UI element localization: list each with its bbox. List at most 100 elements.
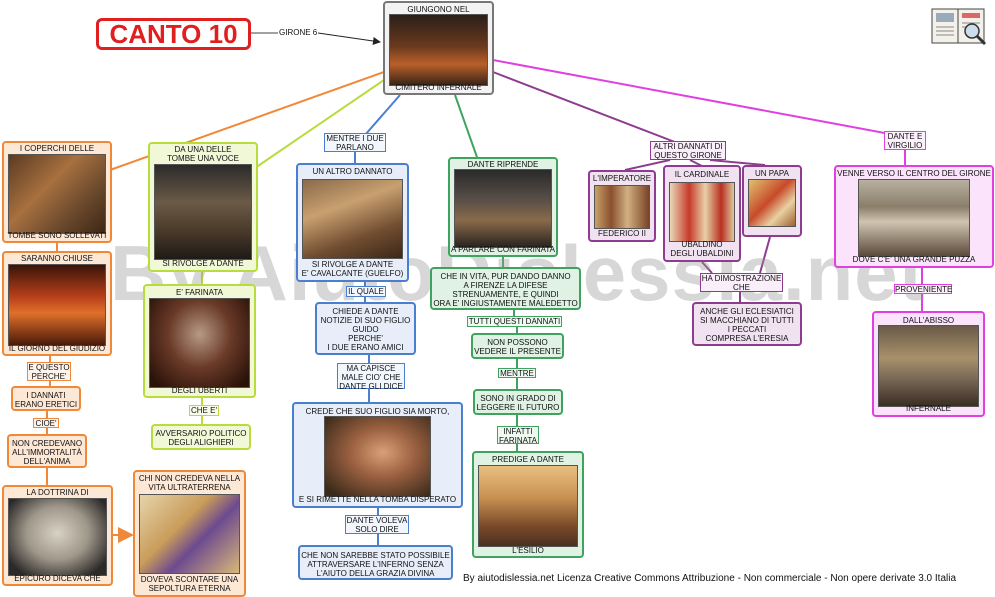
judgment-fire-image (8, 264, 106, 346)
farinata-image (149, 298, 250, 388)
node-venne-verso-bottom: DOVE C'E' UNA GRANDE PUZZA (852, 255, 976, 264)
node-chi-non-credeva-top: CHI NON CREDEVA NELLA VITA ULTRATERRENA (138, 474, 241, 492)
node-altro-dannato-top: UN ALTRO DANNATO (312, 167, 393, 176)
node-dante-riprende-top: DANTE RIPRENDE (467, 160, 539, 169)
node-chi-non-credeva: CHI NON CREDEVA NELLA VITA ULTRATERRENA … (133, 470, 246, 597)
node-abisso-top: DALL'ABISSO (902, 316, 955, 325)
node-chiuse: SARANNO CHIUSE IL GIORNO DEL GIUDIZIO (2, 251, 112, 356)
frederick-image (594, 185, 650, 229)
node-abisso: DALL'ABISSO INFERNALE (872, 311, 985, 417)
central-node: GIUNGONO NEL CIMITERO INFERNALE (383, 1, 494, 95)
node-farinata-bottom: DEGLI UBERTI (171, 386, 228, 395)
node-chiuse-bottom: IL GIORNO DEL GIUDIZIO (8, 344, 106, 353)
label-il-quale: IL QUALE (346, 286, 386, 297)
epicurus-bust-image (8, 498, 107, 576)
node-anche-ecclesiastici-text: ANCHE GLI ECLESIATICI SI MACCHIANO DI TU… (700, 307, 794, 343)
node-altro-dannato: UN ALTRO DANNATO SI RIVOLGE A DANTE E' C… (296, 163, 409, 282)
node-tombe-voce-bottom: SI RIVOLGE A DANTE (162, 259, 244, 268)
license-credit: By aiutodislessia.net Licenza Creative C… (463, 573, 957, 584)
node-avversario-text: AVVERSARIO POLITICO DEGLI ALIGHIERI (155, 429, 247, 447)
node-chenonsarebbe: CHE NON SAREBBE STATO POSSIBILE ATTRAVER… (298, 545, 453, 580)
node-dannati-eretici-text: I DANNATI ERANO ERETICI (14, 391, 78, 409)
node-non-possono-text: NON POSSONO VEDERE IL PRESENTE (474, 338, 561, 356)
label-dante-voleva: DANTE VOLEVA SOLO DIRE (345, 515, 409, 534)
burning-tombs-field-image (858, 179, 970, 257)
node-non-credevano-text: NON CREDEVANO ALL'IMMORTALITÀ DELL'ANIMA (11, 439, 83, 466)
node-dannati-eretici: I DANNATI ERANO ERETICI (11, 386, 81, 411)
node-farinata-top: E' FARINATA (175, 288, 223, 297)
label-ma-capisce: MA CAPISCE MALE CIO' CHE DANTE GLI DICE (337, 363, 405, 391)
node-non-credevano: NON CREDEVANO ALL'IMMORTALITÀ DELL'ANIMA (7, 434, 87, 468)
central-node-bottom: CIMITERO INFERNALE (395, 83, 482, 92)
node-tombe-voce: DA UNA DELLE TOMBE UNA VOCE SI RIVOLGE A… (148, 142, 258, 272)
book-magnifier-icon (931, 8, 987, 46)
node-predige-bottom: L'ESILIO (512, 546, 544, 555)
node-crede-top: CREDE CHE SUO FIGLIO SIA MORTO, (305, 407, 450, 416)
abyss-image (878, 325, 979, 407)
node-chi-non-credeva-bottom: DOVEVA SCONTARE UNA SEPOLTURA ETERNA (140, 575, 239, 593)
page-title: CANTO 10 (96, 18, 251, 50)
label-e-questo: E QUESTO PERCHE' (27, 362, 71, 381)
label-tutti-dannati: TUTTI QUESTI DANNATI (467, 316, 562, 327)
node-predige-top: PREDIGE A DANTE (491, 455, 565, 464)
node-chiede: CHIEDE A DANTE NOTIZIE DI SUO FIGLIO GUI… (315, 302, 416, 355)
node-venne-verso: VENNE VERSO IL CENTRO DEL GIRONE DOVE C'… (834, 165, 994, 268)
despairing-man-image (324, 416, 431, 497)
node-predige: PREDIGE A DANTE L'ESILIO (472, 451, 584, 558)
node-avversario: AVVERSARIO POLITICO DEGLI ALIGHIERI (151, 424, 251, 450)
node-tombe-voce-top: DA UNA DELLE TOMBE UNA VOCE (167, 145, 239, 163)
node-che-in-vita: CHE IN VITA, PUR DANDO DANNO A FIRENZE L… (430, 267, 581, 310)
node-chenonsarebbe-text: CHE NON SAREBBE STATO POSSIBILE ATTRAVER… (301, 551, 450, 578)
label-dante-virgilio: DANTE E VIRGILIO (884, 131, 926, 150)
girone-label: GIRONE 6 (279, 28, 318, 37)
node-abisso-bottom: INFERNALE (906, 404, 951, 413)
node-venne-verso-top: VENNE VERSO IL CENTRO DEL GIRONE (837, 169, 991, 178)
node-anche-ecclesiastici: ANCHE GLI ECLESIATICI SI MACCHIANO DI TU… (692, 302, 802, 346)
dante-farinata-image (454, 169, 552, 248)
node-sono-in-grado-text: SONO IN GRADO DI LEGGERE IL FUTURO (476, 394, 560, 412)
label-mentre: MENTRE (498, 368, 536, 378)
label-che-e: CHE E' (189, 405, 219, 416)
cemetery-fire-image (389, 14, 488, 86)
node-papa-top: UN PAPA (755, 169, 789, 178)
node-dante-riprende-bottom: A PARLARE CON FARINATA (450, 245, 556, 254)
tombs-image (8, 154, 106, 234)
node-cardinale-top: IL CARDINALE (674, 170, 730, 179)
label-cioe: CIOE' (33, 418, 59, 428)
node-epicuro-top: LA DOTTRINA DI (26, 488, 89, 497)
node-imperatore-top: L'IMPERATORE (592, 174, 652, 183)
node-non-possono: NON POSSONO VEDERE IL PRESENTE (471, 333, 564, 359)
manuscript-image (139, 494, 240, 574)
node-coperchi-top: I COPERCHI DELLE (19, 144, 95, 153)
central-node-top: GIUNGONO NEL (407, 5, 470, 14)
label-infatti: INFATTI FARINATA (497, 426, 539, 445)
node-che-in-vita-text: CHE IN VITA, PUR DANDO DANNO A FIRENZE L… (433, 272, 578, 308)
node-coperchi: I COPERCHI DELLE TOMBE SONO SOLLEVATI (2, 141, 112, 243)
node-coperchi-bottom: TOMBE SONO SOLLEVATI (7, 231, 107, 240)
cardinals-image (669, 182, 735, 242)
node-crede-bottom: E SI RIMETTE NELLA TOMBA DISPERATO (298, 495, 457, 504)
node-epicuro-bottom: EPICURO DICEVA CHE (14, 574, 101, 583)
node-epicuro: LA DOTTRINA DI EPICURO DICEVA CHE (2, 485, 113, 586)
label-proveniente: PROVENIENTE (894, 284, 953, 294)
node-chiuse-top: SARANNO CHIUSE (20, 254, 93, 263)
pope-image (748, 179, 796, 227)
label-mentre-i-due: MENTRE I DUE PARLANO (324, 133, 386, 152)
node-papa: UN PAPA (742, 165, 802, 237)
voice-tomb-image (154, 164, 252, 260)
node-crede: CREDE CHE SUO FIGLIO SIA MORTO, E SI RIM… (292, 402, 463, 508)
node-altro-dannato-bottom: SI RIVOLGE A DANTE E' CAVALCANTE (GUELFO… (301, 260, 404, 278)
node-cardinale-bottom: UBALDINO DEGLI UBALDINI (670, 240, 734, 258)
cavalcante-image (302, 179, 403, 259)
label-altri-dannati: ALTRI DANNATI DI QUESTO GIRONE (650, 141, 726, 160)
label-ha-dimostrazione: HA DIMOSTRAZIONE CHE (700, 273, 783, 292)
node-imperatore-bottom: FEDERICO II (597, 229, 646, 238)
node-chiede-text: CHIEDE A DANTE NOTIZIE DI SUO FIGLIO GUI… (320, 307, 411, 352)
exile-image (478, 465, 578, 547)
node-farinata: E' FARINATA DEGLI UBERTI (143, 284, 256, 398)
node-sono-in-grado: SONO IN GRADO DI LEGGERE IL FUTURO (473, 389, 563, 415)
node-cardinale: IL CARDINALE UBALDINO DEGLI UBALDINI (663, 165, 741, 262)
node-imperatore: L'IMPERATORE FEDERICO II (588, 170, 656, 242)
node-dante-riprende: DANTE RIPRENDE A PARLARE CON FARINATA (448, 157, 558, 257)
